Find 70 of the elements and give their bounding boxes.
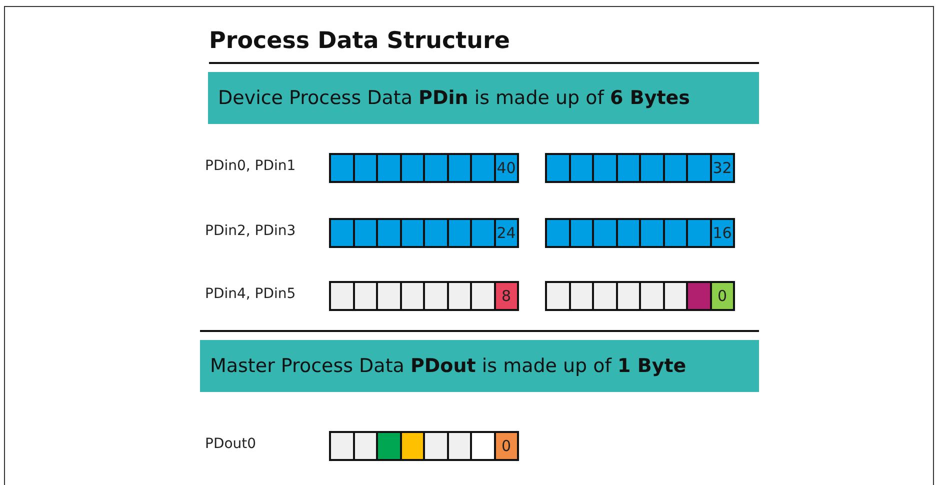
bit-cell (331, 220, 352, 246)
bit-cell (331, 433, 352, 459)
bit-cell (472, 283, 494, 309)
bit-cell (331, 283, 352, 309)
bit-cell (688, 220, 710, 246)
heading-banner: Device Process Data PDin is made up of 6 Bytes (208, 72, 759, 124)
bit-cell (354, 220, 376, 246)
bit-cell (641, 220, 662, 246)
bit-cell (331, 155, 352, 181)
byte-register (545, 218, 735, 248)
bit-cell (448, 220, 470, 246)
heading-banner: Master Process Data PDout is made up of 1 Byte (200, 340, 759, 392)
bit-cell (378, 283, 400, 309)
bit-cell (425, 220, 446, 246)
bit-cell (425, 433, 446, 459)
row-label: PDin2, PDin3 (205, 223, 296, 239)
bit-cell (378, 155, 400, 181)
bit-cell: 0 (712, 283, 733, 309)
bit-cell (402, 155, 423, 181)
bit-cell (664, 155, 686, 181)
bit-cell (547, 283, 568, 309)
bit-cell (570, 155, 592, 181)
bit-cell (472, 220, 494, 246)
bit-cell (402, 220, 423, 246)
bit-cell (448, 283, 470, 309)
byte-register (329, 153, 519, 183)
bit-cell: 40 (496, 155, 517, 181)
row-label: PDin0, PDin1 (205, 158, 296, 174)
byte-register (329, 218, 519, 248)
bit-cell (570, 220, 592, 246)
bit-cell (594, 220, 616, 246)
bit-cell (425, 155, 446, 181)
bit-cell (547, 220, 568, 246)
bit-cell (641, 155, 662, 181)
bit-cell: 24 (496, 220, 517, 246)
bit-cell (664, 220, 686, 246)
bit-cell (378, 220, 400, 246)
row-label: PDout0 (205, 436, 256, 452)
bit-cell (664, 283, 686, 309)
bit-cell (547, 155, 568, 181)
byte-register (329, 281, 519, 311)
bit-cell: 8 (496, 283, 517, 309)
bit-cell (618, 155, 639, 181)
bit-cell (618, 220, 639, 246)
bit-cell (354, 155, 376, 181)
bit-cell (354, 433, 376, 459)
bit-cell (425, 283, 446, 309)
byte-register (329, 431, 519, 461)
bit-cell (472, 155, 494, 181)
row-label: PDin4, PDin5 (205, 286, 296, 302)
bit-cell: 32 (712, 155, 733, 181)
bit-cell: 16 (712, 220, 733, 246)
bit-cell (618, 283, 639, 309)
bit-cell (402, 283, 423, 309)
bit-cell (641, 283, 662, 309)
byte-register (545, 281, 735, 311)
bit-cell (570, 283, 592, 309)
byte-register (545, 153, 735, 183)
title: Process Data Structure (209, 28, 510, 54)
bit-cell (688, 283, 710, 309)
bit-cell (448, 433, 470, 459)
bit-cell (594, 155, 616, 181)
bit-cell (472, 433, 494, 459)
bit-cell (448, 155, 470, 181)
bit-cell (402, 433, 423, 459)
bit-cell (594, 283, 616, 309)
bit-cell (688, 155, 710, 181)
bit-cell (354, 283, 376, 309)
bit-cell: 0 (496, 433, 517, 459)
bit-cell (378, 433, 400, 459)
